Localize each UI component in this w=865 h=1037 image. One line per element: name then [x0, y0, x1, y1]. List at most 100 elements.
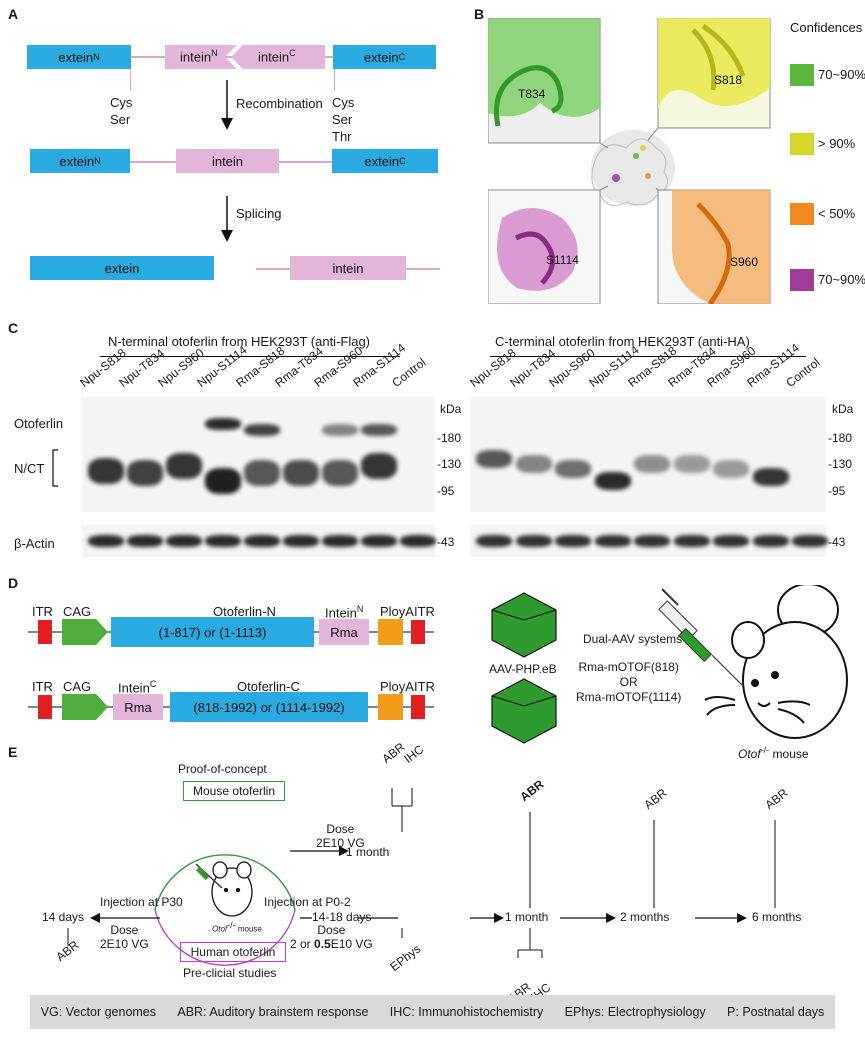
marker-43-left: -43	[437, 535, 455, 549]
intein-box-3: intein	[290, 256, 406, 280]
actin-band	[322, 535, 358, 547]
itr-block	[411, 620, 425, 644]
intein-box-2: intein	[176, 149, 279, 173]
nct-bracket	[52, 449, 58, 487]
itr-block	[411, 695, 425, 719]
legend-label-yellow: > 90%	[818, 136, 856, 151]
panel-a-letter: A	[8, 6, 19, 22]
blot-band	[634, 455, 670, 473]
actin-band	[792, 535, 828, 547]
nct-label: N/CT	[14, 461, 45, 476]
extein-box-3: extein	[30, 256, 214, 280]
split-intein-shape	[165, 45, 325, 69]
legend-label-orange: < 50%	[818, 206, 856, 221]
actin-band	[283, 535, 319, 547]
recombination-label: Recombination	[236, 96, 323, 111]
itr-block	[38, 620, 52, 644]
ployA-itr-label-2: PloyAITR	[380, 679, 435, 694]
legend-swatch-yellow	[790, 133, 814, 155]
blot-band	[244, 424, 280, 436]
actin-band	[713, 535, 749, 547]
otoferlin-c-box: (818-1992) or (1114-1992)	[170, 692, 368, 722]
panel-d-letter: D	[8, 575, 19, 591]
confidences-title: Confidences	[790, 20, 863, 35]
small-mouse-icon	[211, 861, 253, 917]
otoferlin-n-label: Otoferlin-N	[213, 604, 276, 619]
kda-right: kDa	[832, 402, 854, 416]
mouse-with-syringe-illustration	[658, 585, 848, 739]
intein-c-label-d: InteinC	[118, 679, 157, 696]
otoferlin-label: Otoferlin	[14, 416, 64, 431]
footer-item-ephys: EPhys: Electrophysiology	[564, 1005, 706, 1019]
month-1: 1 month	[505, 910, 549, 924]
recombination-arrow	[221, 80, 233, 130]
right-blot-main	[470, 397, 826, 512]
months-6: 6 months	[752, 910, 802, 924]
days-14: 14 days	[42, 910, 85, 924]
otoferlin-c-label: Otoferlin-C	[237, 679, 300, 694]
blot-band	[88, 458, 124, 484]
itr-label-2a: ITR	[32, 679, 53, 694]
actin-band	[244, 535, 280, 547]
actin-band	[127, 535, 163, 547]
actin-band	[205, 535, 241, 547]
blot-band	[361, 424, 397, 436]
cag-label-1: CAG	[63, 604, 92, 619]
one-month-top: 1 month	[346, 845, 390, 859]
actin-band	[752, 535, 789, 547]
itr-block	[38, 695, 52, 719]
actin-label: β-Actin	[14, 536, 55, 551]
blot-band	[322, 460, 358, 486]
syringe-icon	[658, 588, 743, 686]
cag-promoter-arrow	[62, 619, 108, 645]
preclinical-label: Pre-clicial studies	[183, 966, 277, 980]
aav-capsid-icon	[491, 592, 557, 658]
abbreviation-footer: VG: Vector genomes ABR: Auditory brainst…	[30, 995, 835, 1029]
panel-b-letter: B	[474, 6, 485, 22]
mouse-otoferlin-box: Mouse otoferlin	[183, 781, 285, 801]
blot-band	[515, 455, 552, 473]
cag-promoter-arrow	[62, 694, 108, 720]
structure-center	[591, 130, 675, 207]
rma-box-2: Rma	[113, 694, 163, 720]
actin-band	[361, 535, 397, 547]
panel-c-letter: C	[8, 320, 19, 336]
intein-n-label-d: InteinN	[325, 604, 364, 621]
blot-band	[322, 424, 358, 436]
blot-band	[361, 453, 397, 479]
marker-130-left: -130	[437, 457, 462, 471]
actin-band	[400, 535, 436, 547]
blot-band	[555, 460, 591, 478]
construct-list: Rma-mOTOF(818) OR Rma-mOTOF(1114)	[576, 660, 682, 704]
legend-swatch-green	[790, 64, 814, 86]
marker-180-left: -180	[437, 431, 462, 445]
footer-item-p: P: Postnatal days	[727, 1005, 825, 1019]
site-t834: T834	[518, 87, 546, 101]
otof-mouse-label: Otof-/- mouse	[738, 745, 809, 761]
actin-band	[166, 535, 202, 547]
actin-band	[515, 535, 552, 547]
blot-band	[673, 455, 710, 473]
mouse-icon	[704, 585, 848, 739]
blot-band	[476, 450, 512, 468]
actin-band	[476, 535, 512, 547]
marker-95-left: -95	[437, 484, 455, 498]
polyA-block	[378, 694, 403, 720]
ployA-itr-label-1: PloyAITR	[380, 604, 435, 619]
intein-c-label: inteinC	[258, 48, 296, 65]
blot-band	[166, 453, 202, 479]
site-s818: S818	[714, 73, 742, 87]
actin-band	[555, 535, 591, 547]
otoferlin-n-box: (1-817) or (1-1113)	[111, 617, 314, 647]
small-syringe-icon	[195, 863, 223, 889]
itr-label-1a: ITR	[32, 604, 53, 619]
marker-43-right: -43	[828, 535, 846, 549]
